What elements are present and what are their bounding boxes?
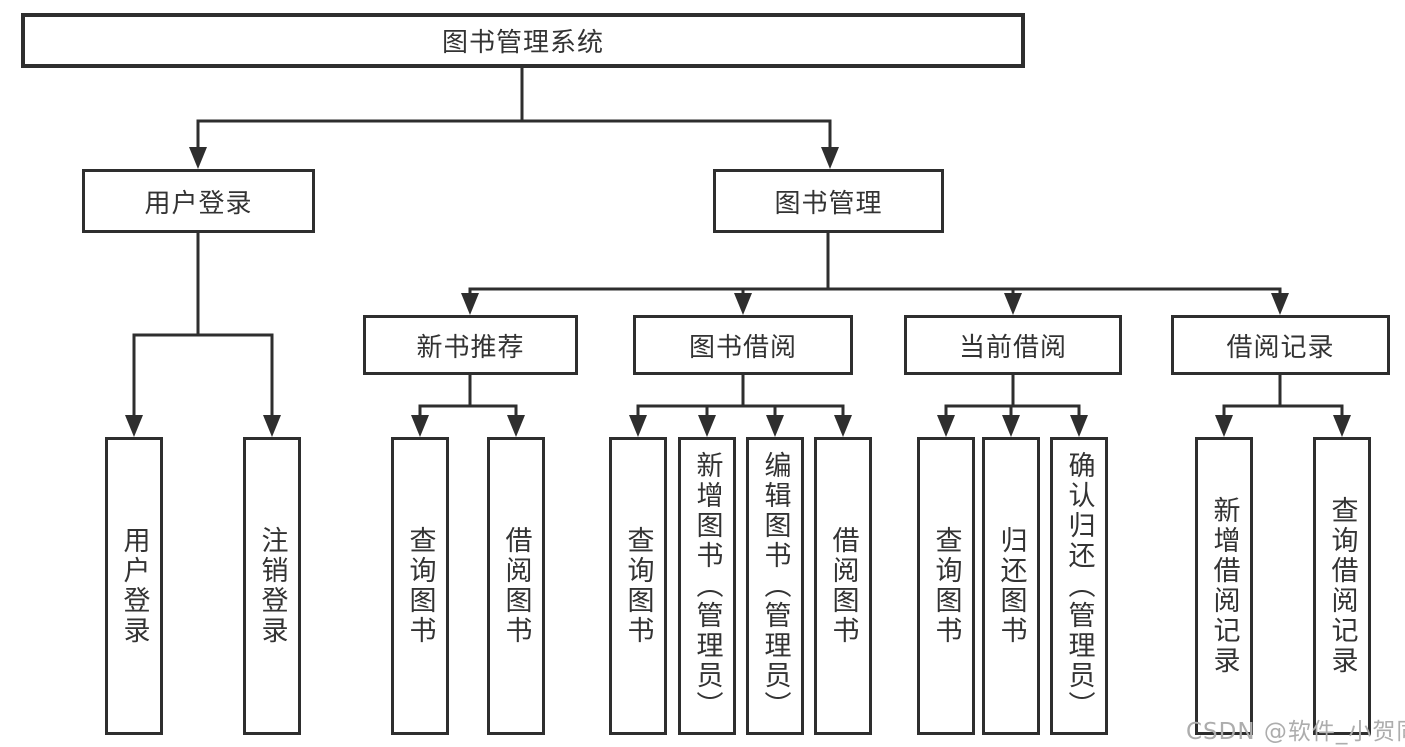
leaf-user-login: 用户登录 — [105, 437, 163, 735]
leaf-return-books-label: 归还图书 — [995, 526, 1027, 646]
node-new-book-recommend-label: 新书推荐 — [416, 332, 525, 363]
node-current-borrowing: 当前借阅 — [904, 315, 1122, 375]
leaf-return-books: 归还图书 — [982, 437, 1040, 735]
node-book-management: 图书管理 — [713, 169, 944, 233]
node-borrowing-records: 借阅记录 — [1171, 315, 1390, 375]
leaf-add-borrow-record: 新增借阅记录 — [1195, 437, 1253, 735]
leaf-query-books-recommend: 查询图书 — [391, 437, 449, 735]
leaf-edit-books-admin-label: 编辑图书（管理员） — [759, 451, 791, 721]
leaf-confirm-return-admin: 确认归还（管理员） — [1050, 437, 1108, 735]
leaf-edit-books-admin: 编辑图书（管理员） — [746, 437, 804, 735]
watermark: CSDN @软件_小贺同学 — [1186, 719, 1405, 745]
leaf-user-login-label: 用户登录 — [118, 526, 150, 646]
leaf-confirm-return-admin-label: 确认归还（管理员） — [1063, 451, 1095, 721]
leaf-add-borrow-record-label: 新增借阅记录 — [1208, 496, 1240, 676]
node-book-borrowing-label: 图书借阅 — [688, 332, 797, 363]
leaf-add-books-admin-label: 新增图书（管理员） — [691, 451, 723, 721]
leaf-add-books-admin: 新增图书（管理员） — [678, 437, 736, 735]
leaf-query-borrow-record: 查询借阅记录 — [1313, 437, 1371, 735]
leaf-query-books-current: 查询图书 — [917, 437, 975, 735]
node-book-management-label: 图书管理 — [774, 188, 883, 219]
leaf-query-books-borrowing: 查询图书 — [609, 437, 667, 735]
node-library-system: 图书管理系统 — [21, 13, 1025, 68]
leaf-borrow-books-label: 借阅图书 — [827, 526, 859, 646]
node-user-login-group-label: 用户登录 — [144, 188, 253, 219]
leaf-logout: 注销登录 — [243, 437, 301, 735]
node-current-borrowing-label: 当前借阅 — [958, 332, 1067, 363]
leaf-borrow-books: 借阅图书 — [814, 437, 872, 735]
node-user-login-group: 用户登录 — [82, 169, 315, 233]
node-new-book-recommend: 新书推荐 — [363, 315, 578, 375]
leaf-borrow-books-recommend-label: 借阅图书 — [500, 526, 532, 646]
leaf-query-books-borrowing-label: 查询图书 — [622, 526, 654, 646]
leaf-borrow-books-recommend: 借阅图书 — [487, 437, 545, 735]
node-book-borrowing: 图书借阅 — [633, 315, 853, 375]
leaf-query-borrow-record-label: 查询借阅记录 — [1326, 496, 1358, 676]
node-borrowing-records-label: 借阅记录 — [1226, 332, 1335, 363]
leaf-query-books-recommend-label: 查询图书 — [404, 526, 436, 646]
arrowhead-icons — [125, 147, 1351, 437]
leaf-logout-label: 注销登录 — [256, 526, 288, 646]
node-library-system-label: 图书管理系统 — [441, 28, 604, 58]
leaf-query-books-current-label: 查询图书 — [930, 526, 962, 646]
